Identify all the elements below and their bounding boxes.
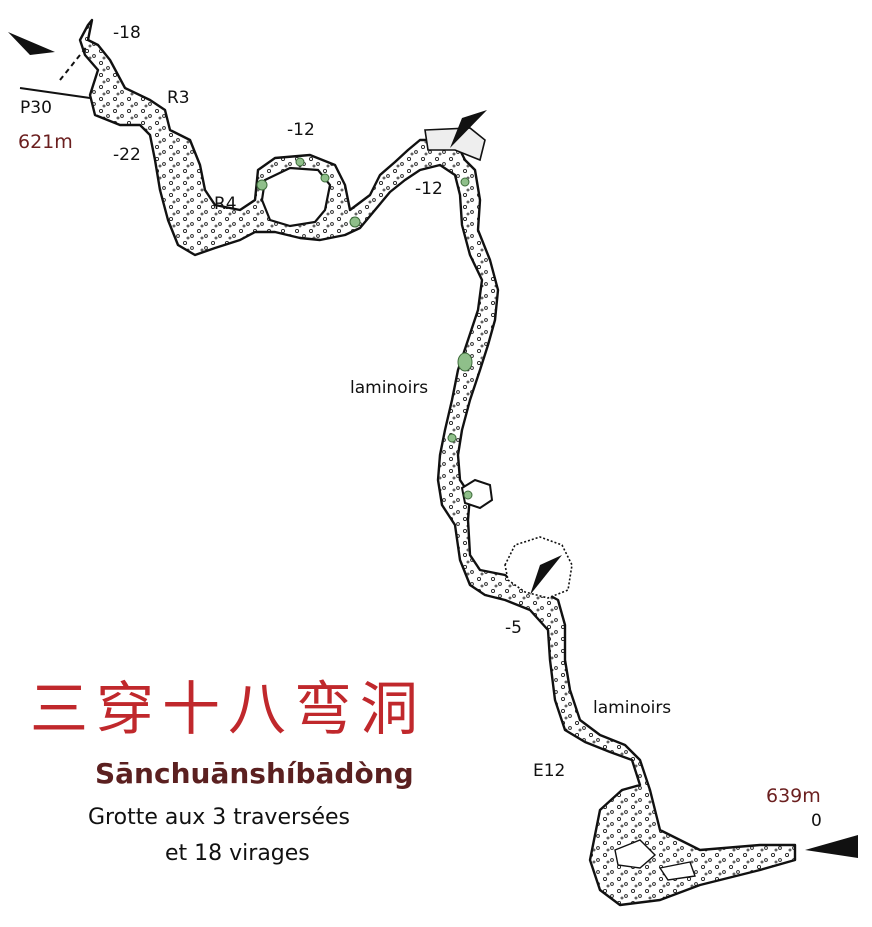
vegetation-patches: [256, 157, 473, 500]
feature-label-p30: P30: [20, 98, 52, 118]
lower-chamber-block-2: [658, 861, 696, 881]
label-laminoirs-lower: laminoirs: [593, 698, 672, 718]
passage-upper: [78, 18, 797, 907]
entrance-arrow-p30: [8, 32, 55, 55]
title-chinese: 三穿十八弯洞: [30, 675, 427, 743]
feature-label-r3: R3: [167, 88, 190, 108]
subtitle-line-1: Grotte aux 3 traversées: [88, 805, 351, 830]
upper-entrance-hatch: [424, 127, 486, 162]
title-pinyin: Sānchuānshíbādòng: [95, 757, 414, 790]
depth-label-zero: 0: [811, 811, 822, 831]
altitude-upper-entrance: 621m: [18, 131, 73, 153]
entrance-arrow-0: [805, 835, 858, 858]
doline: [504, 536, 573, 599]
lower-chamber-blocks: [614, 839, 657, 869]
entrance-arrow-minus5: [530, 555, 562, 595]
pitch-p30-line: [19, 87, 91, 99]
depth-label-minus18: -18: [113, 23, 141, 43]
feature-label-r4: R4: [214, 194, 237, 214]
entrance-arrow-minus12: [450, 110, 487, 148]
depth-label-minus12-loop: -12: [287, 120, 315, 140]
label-laminoirs-upper: laminoirs: [350, 378, 429, 398]
depth-label-minus22: -22: [113, 145, 141, 165]
subtitle-line-2: et 18 virages: [165, 841, 310, 866]
pitch-p30-dashes: [59, 44, 89, 81]
depth-label-minus5: -5: [505, 618, 522, 638]
small-island: [460, 478, 494, 510]
depth-label-minus12-entrance: -12: [415, 179, 443, 199]
feature-label-e12: E12: [533, 761, 566, 781]
loop-island: [260, 166, 332, 228]
altitude-lower-entrance: 639m: [766, 785, 821, 807]
